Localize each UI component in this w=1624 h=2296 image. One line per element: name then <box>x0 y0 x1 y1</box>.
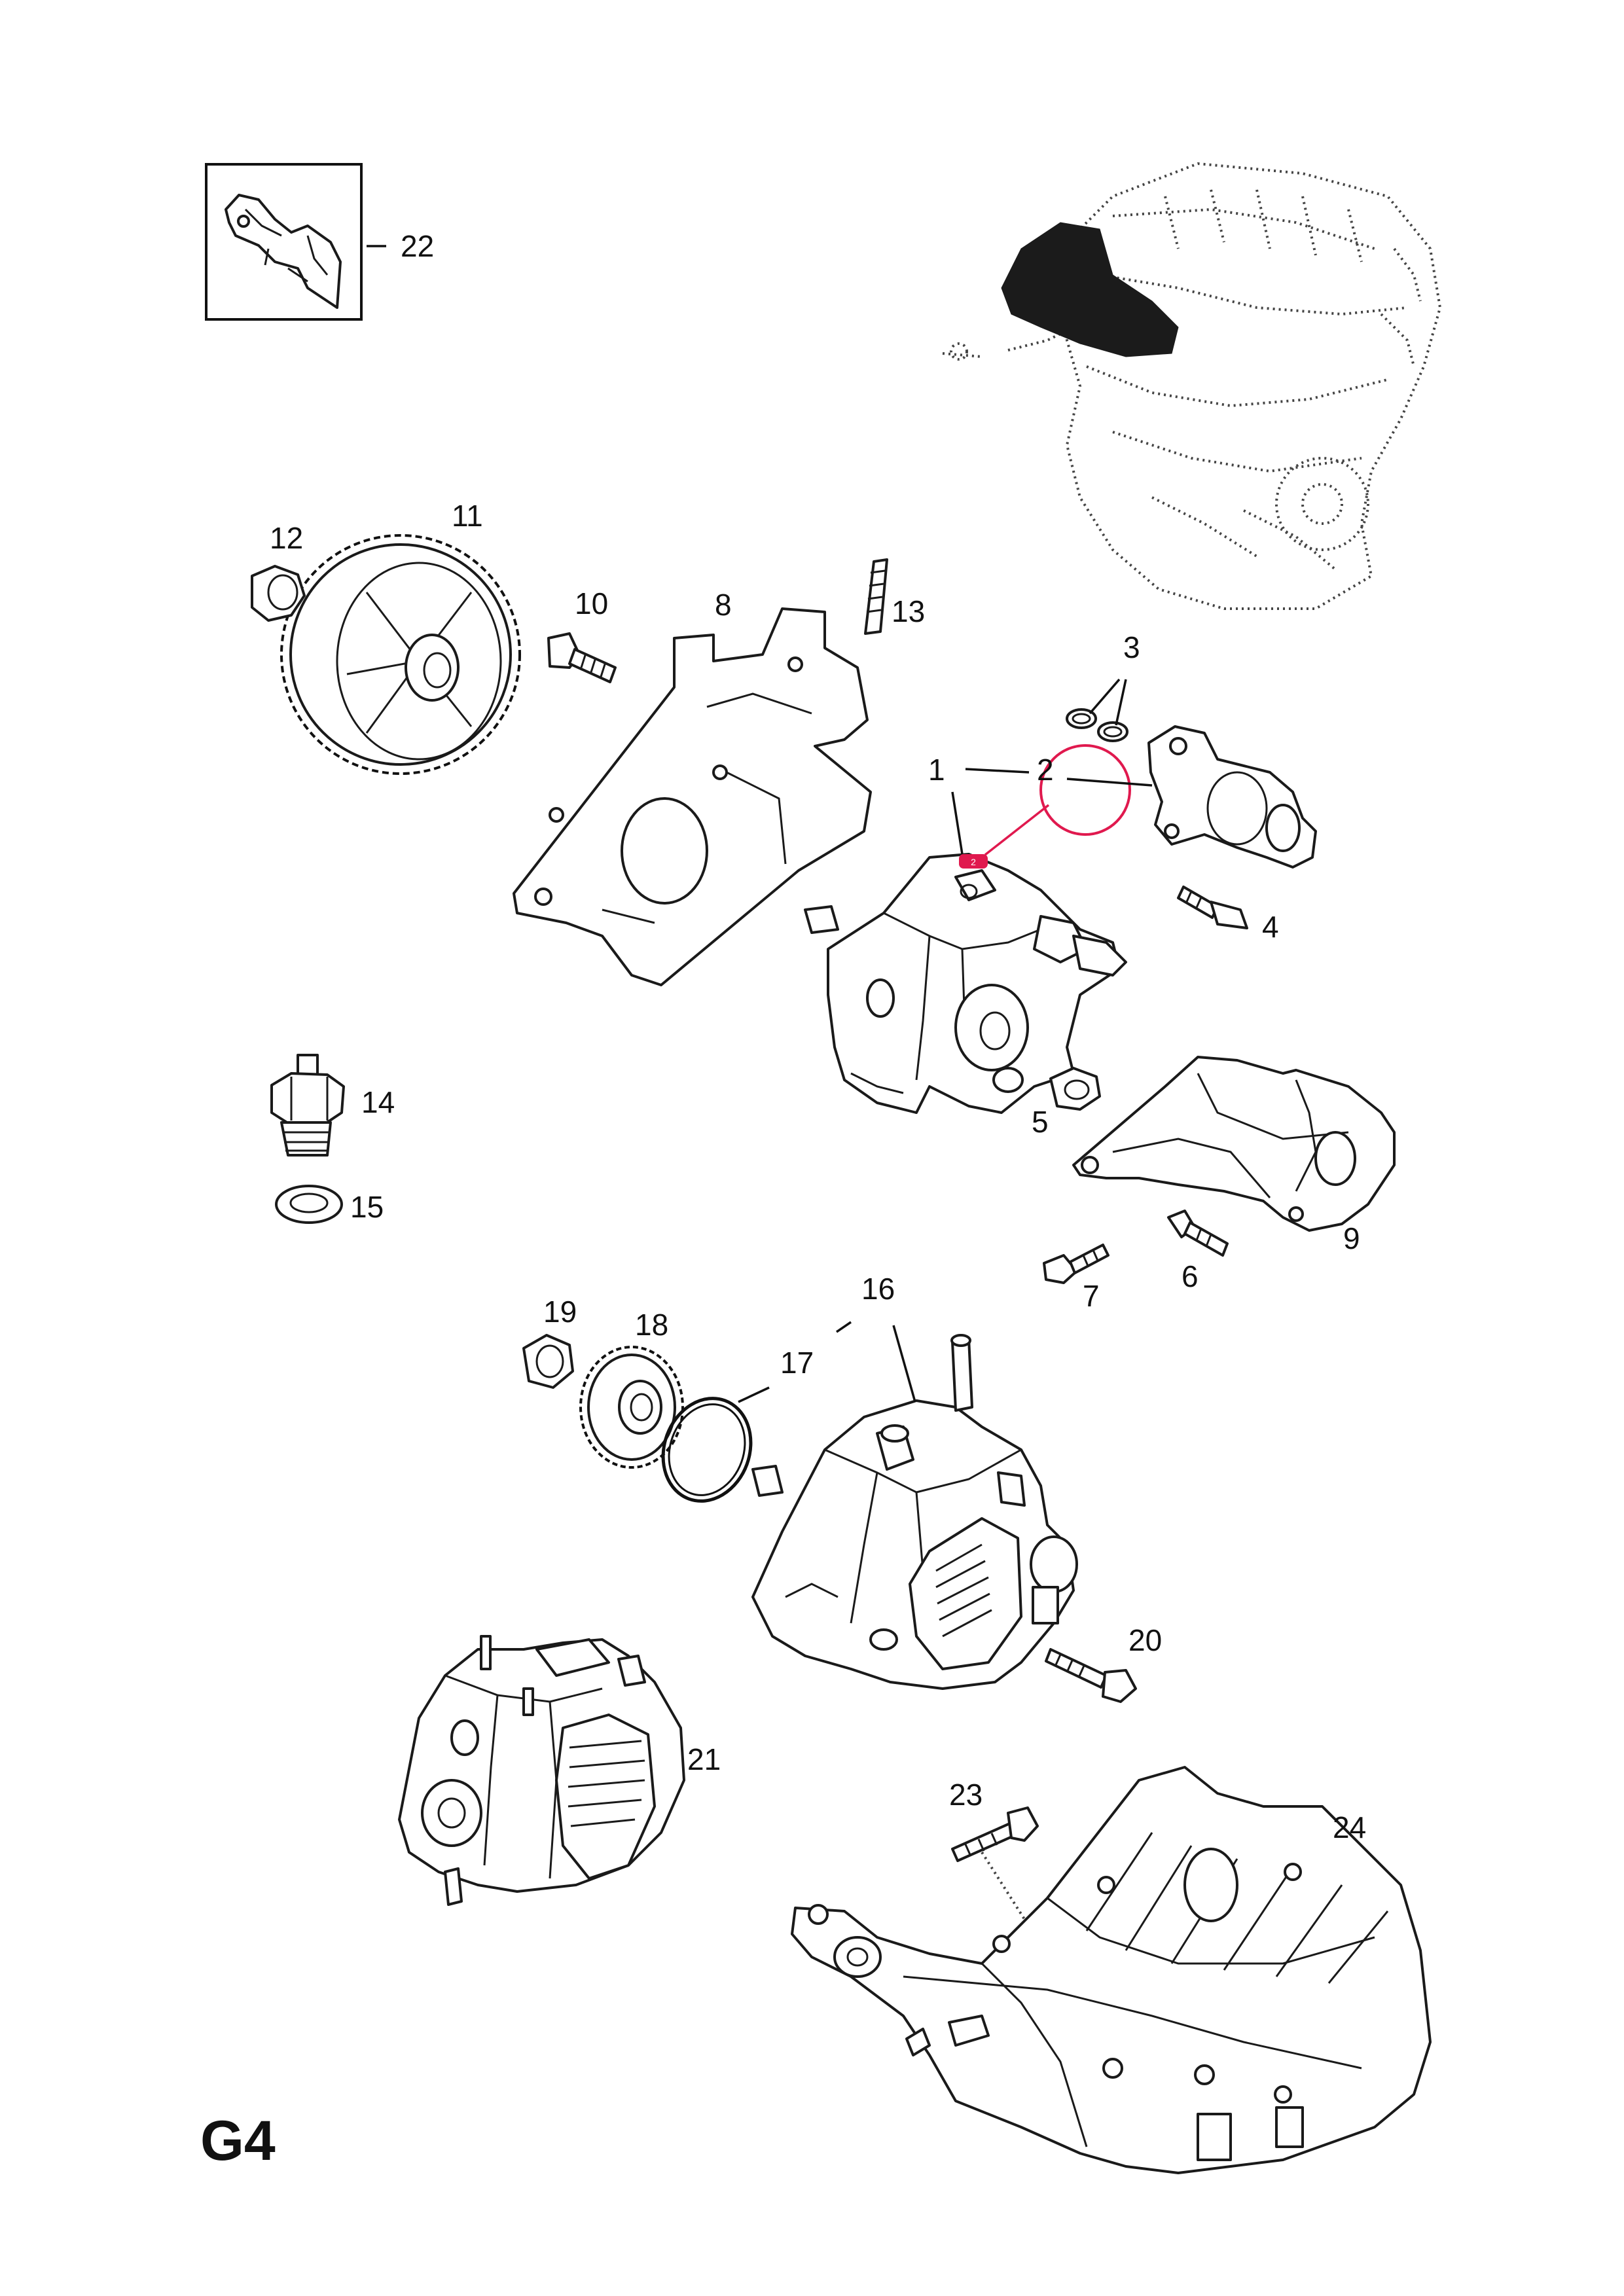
callout-15: 15 <box>350 1190 384 1224</box>
washer-part-15[interactable] <box>275 1185 343 1224</box>
highlight-marker: 2 <box>959 854 988 869</box>
callout-17: 17 <box>780 1346 814 1380</box>
gear-part-18[interactable] <box>579 1346 684 1469</box>
callout-20: 20 <box>1128 1623 1162 1657</box>
callout-18: 18 <box>635 1308 668 1342</box>
seal-rings-part-3[interactable] <box>1066 708 1128 742</box>
bolt-part-7[interactable] <box>1043 1244 1110 1284</box>
high-pressure-pump-part-1[interactable] <box>804 853 1127 1114</box>
bolt-part-4[interactable] <box>1177 886 1248 929</box>
callout-1: 1 <box>928 753 945 787</box>
bolt-part-23[interactable] <box>951 1806 1039 1862</box>
callout-10: 10 <box>575 586 608 620</box>
engine-overview-image <box>942 162 1442 610</box>
bolt-part-6[interactable] <box>1167 1210 1229 1257</box>
mounting-bracket-part-9[interactable] <box>1072 1056 1396 1232</box>
nut-part-19[interactable] <box>522 1334 574 1389</box>
bracket-plate-part-8[interactable] <box>513 607 872 986</box>
o-ring-part-17[interactable] <box>649 1386 765 1514</box>
callout-3: 3 <box>1123 630 1140 664</box>
callout-7: 7 <box>1083 1279 1100 1313</box>
callout-5: 5 <box>1032 1105 1049 1139</box>
callout-13: 13 <box>892 594 925 628</box>
callout-11: 11 <box>452 499 483 533</box>
section-code: G4 <box>200 2109 276 2172</box>
callout-19: 19 <box>543 1295 577 1329</box>
bolt-part-10[interactable] <box>547 632 617 683</box>
sensor-part-14[interactable] <box>270 1054 345 1157</box>
callout-6: 6 <box>1182 1259 1199 1293</box>
housing-part-24[interactable] <box>791 1766 1432 2174</box>
nut-part-5[interactable] <box>1049 1067 1101 1111</box>
callout-21: 21 <box>687 1742 721 1776</box>
callout-8: 8 <box>715 588 732 622</box>
bolt-part-20[interactable] <box>1045 1648 1137 1703</box>
pressure-valve-part-2[interactable] <box>1147 725 1317 869</box>
pump-assembly-part-16[interactable] <box>751 1334 1078 1690</box>
callout-24: 24 <box>1333 1810 1366 1844</box>
inset-box-part-22[interactable] <box>205 163 363 321</box>
callout-4: 4 <box>1262 910 1279 944</box>
callout-14: 14 <box>361 1085 395 1119</box>
callout-9: 9 <box>1343 1221 1360 1255</box>
callout-22: 22 <box>401 229 434 263</box>
callout-23: 23 <box>949 1778 983 1812</box>
callout-16: 16 <box>861 1272 895 1306</box>
gear-part-11[interactable] <box>280 534 521 775</box>
highlight-marker-label: 2 <box>971 857 976 867</box>
nut-part-12[interactable] <box>251 565 306 622</box>
callout-12: 12 <box>270 521 303 555</box>
callout-2: 2 <box>1037 753 1054 787</box>
highlight-ring <box>1039 744 1131 836</box>
pump-part-21[interactable] <box>398 1635 685 1906</box>
stud-part-13[interactable] <box>864 558 888 635</box>
